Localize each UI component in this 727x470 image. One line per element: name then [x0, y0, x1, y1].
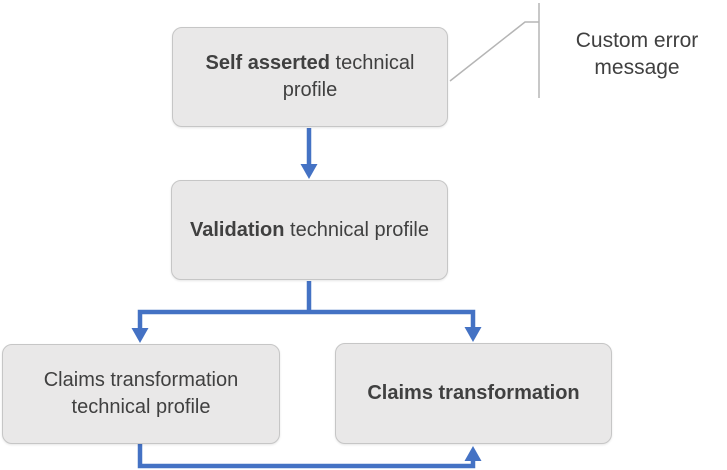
node-label-bold: Claims transformation [367, 382, 580, 404]
node-label: Claims transformation technical profile [21, 367, 261, 421]
node-label-bold: Validation [190, 218, 285, 241]
node-label-bold: Self asserted [205, 52, 330, 74]
node-validation-technical-profile: Validation technical profile [171, 180, 448, 280]
node-claims-transformation: Claims transformation [335, 343, 612, 444]
node-label: Claims transformation [367, 380, 579, 407]
node-self-asserted-technical-profile: Self asserted technical profile [172, 27, 448, 127]
node-label-regular: Claims transformation technical profile [43, 369, 239, 418]
arrow-validation-to-branches [131, 281, 482, 343]
callout-connector-line [449, 3, 540, 98]
node-label: Self asserted technical profile [191, 50, 429, 104]
node-label-regular: technical profile [284, 218, 429, 241]
arrow-self-asserted-to-validation [300, 128, 318, 179]
node-label: Validation technical profile [190, 217, 429, 244]
node-claims-transformation-technical-profile: Claims transformation technical profile [2, 344, 280, 444]
node-label-regular: technical profile [282, 52, 415, 101]
callout-custom-error-message: Custom error message [575, 29, 699, 79]
arrow-claims-tp-to-claims-transformation [137, 444, 482, 469]
